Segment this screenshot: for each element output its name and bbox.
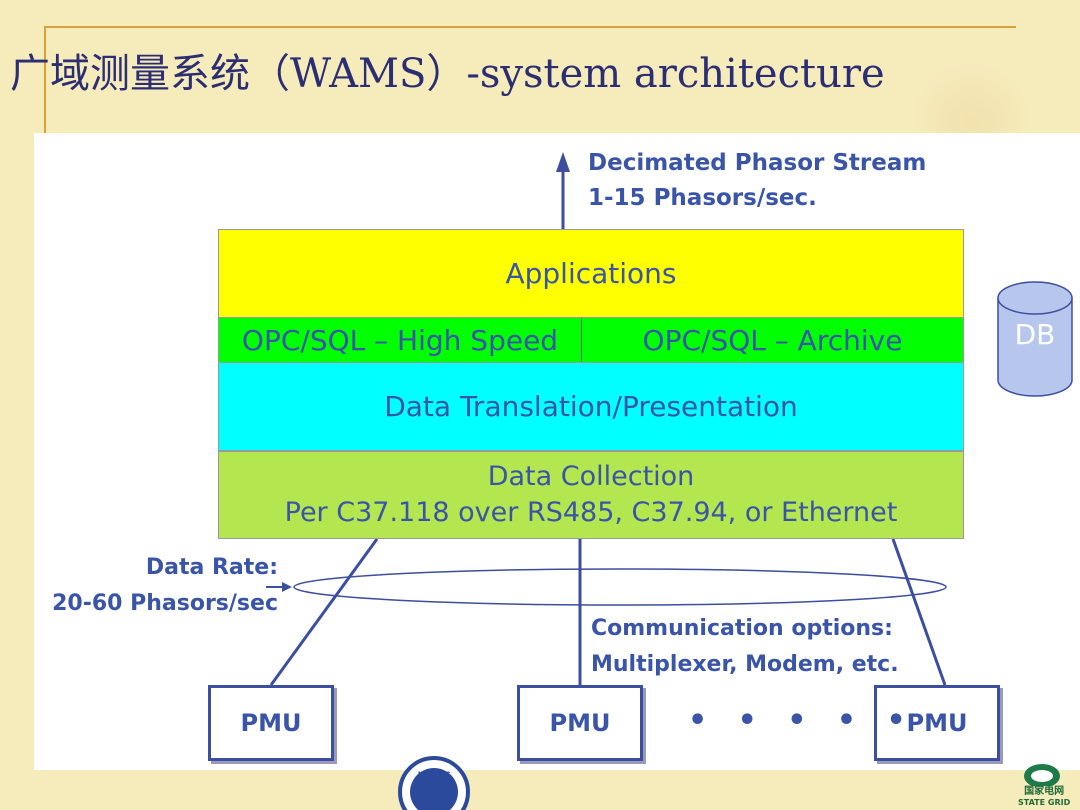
data-rate-line2: 20-60 Phasors/sec (52, 591, 278, 616)
uestc-logo-icon: UESTC (398, 756, 470, 810)
data-rate-line1: Data Rate: (145, 555, 278, 580)
communication-options-label: Communication options: Multiplexer, Mode… (591, 611, 899, 683)
top-rule (44, 26, 1016, 28)
data-collection-protocols: Per C37.118 over RS485, C37.94, or Ether… (284, 497, 898, 528)
communication-line1: Communication options: (591, 616, 893, 641)
database-cylinder-icon (997, 281, 1073, 397)
uestc-logo-text: UESTC (418, 771, 451, 781)
state-grid-logo-text: 国家电网 STATE GRID (1018, 786, 1070, 808)
slide-title: 广域测量系统（WAMS）-system architecture (10, 51, 885, 97)
opc-high-speed-layer: OPC/SQL – High Speed (218, 318, 582, 362)
applications-layer: Applications (218, 229, 964, 318)
data-translation-layer: Data Translation/Presentation (218, 362, 964, 451)
communication-line2: Multiplexer, Modem, etc. (591, 652, 899, 677)
output-stream-label: Decimated Phasor Stream 1-15 Phasors/sec… (588, 146, 926, 216)
state-grid-name-cn: 国家电网 (1024, 786, 1065, 797)
output-arrow (556, 152, 570, 229)
data-rate-arrow (266, 582, 292, 592)
state-grid-name-en: STATE GRID (1018, 798, 1071, 807)
pmu-link-left (269, 538, 379, 686)
output-stream-line2: 1-15 Phasors/sec. (588, 185, 817, 211)
pmu-box-2: PMU (517, 685, 643, 761)
data-collection-title: Data Collection (487, 461, 695, 492)
pmu-box-1: PMU (208, 685, 334, 761)
output-stream-line1: Decimated Phasor Stream (588, 150, 927, 176)
pmu-link-right (891, 538, 947, 686)
pmu-box-3: PMU (874, 685, 1000, 761)
data-rate-label: Data Rate: 20-60 Phasors/sec (38, 550, 278, 622)
state-grid-logo-icon (1024, 764, 1060, 786)
database-label: DB (1014, 318, 1056, 351)
network-ellipse (293, 568, 947, 606)
opc-archive-layer: OPC/SQL – Archive (582, 318, 964, 362)
more-pmus-ellipsis: • • • • • (688, 703, 916, 738)
data-collection-layer: Data Collection Per C37.118 over RS485, … (218, 451, 964, 539)
